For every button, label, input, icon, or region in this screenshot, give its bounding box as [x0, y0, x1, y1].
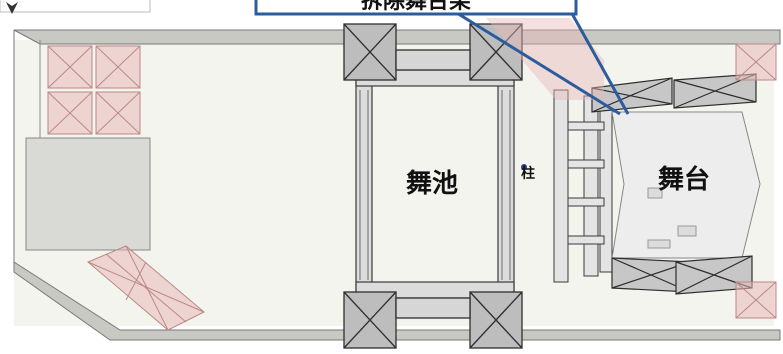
callout-pointer [451, 8, 630, 116]
diagonal-pink-truss [87, 245, 205, 331]
north-arrow-icon [0, 0, 151, 14]
bottom-wall [13, 256, 781, 341]
pillar-label: 柱 [521, 165, 535, 182]
top-wall [13, 29, 781, 45]
callout-label: 拆除舞台架 [361, 0, 471, 14]
dance-floor-label: 舞池 [406, 169, 458, 199]
left-room [25, 137, 151, 251]
right-pink-truss [735, 43, 777, 319]
callout-box [254, 0, 578, 16]
highlight-area [486, 18, 604, 100]
truss-tower-group [343, 23, 523, 349]
pillar-marker [521, 164, 527, 170]
left-pink-truss [47, 45, 141, 135]
stage-label: 舞台 [658, 164, 710, 195]
stage-edge-rails [553, 89, 613, 283]
stage-truss [591, 73, 757, 295]
